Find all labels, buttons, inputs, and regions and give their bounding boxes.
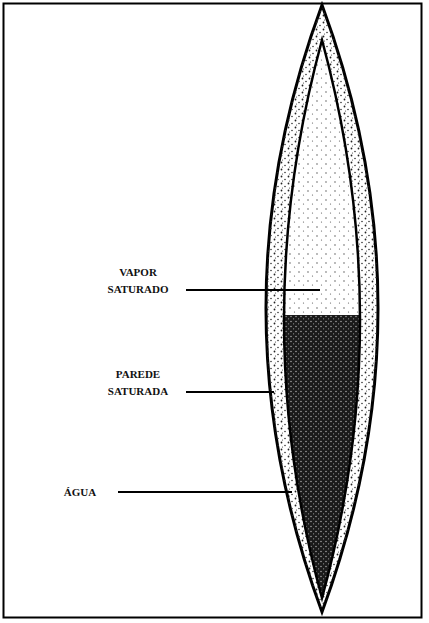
leader-line bbox=[186, 391, 274, 393]
leader-line bbox=[186, 289, 320, 291]
part-label: VAPOR SATURADO bbox=[93, 264, 183, 298]
frame bbox=[4, 4, 422, 618]
leader-line bbox=[118, 491, 292, 493]
part-label: PAREDE SATURADA bbox=[93, 366, 183, 400]
water-region bbox=[240, 315, 410, 615]
cavity-outline bbox=[284, 40, 360, 598]
part-label: ÁGUA bbox=[45, 484, 115, 501]
